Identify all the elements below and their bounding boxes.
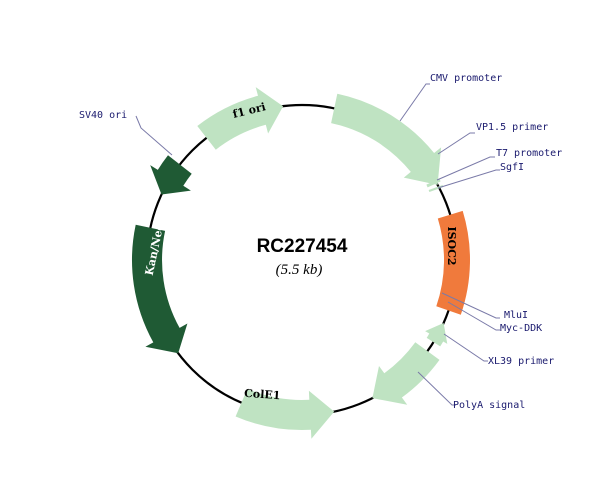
cmv-promoter-label: CMV promoter [430, 73, 502, 84]
polya-signal-arrow [372, 342, 440, 405]
plasmid-size: (5.5 kb) [276, 262, 323, 278]
t7-site-tick [426, 178, 441, 188]
leader-lines [135, 83, 500, 406]
isoc2-label: ISOC2 [445, 226, 458, 265]
f1-ori-arrow [197, 87, 284, 150]
polya-signal-label: PolyA signal [453, 400, 525, 411]
plasmid-name: RC227454 [257, 236, 348, 257]
xl39-primer-label: XL39 primer [488, 356, 554, 367]
isoc2-insert-block [436, 210, 470, 315]
kan-neo-arrow [131, 224, 188, 354]
mlui-label: MluI [504, 310, 528, 321]
sv40-ori-label: SV40 ori [79, 110, 127, 121]
t7-promoter-label: T7 promoter [496, 148, 562, 159]
myc-ddk-label: Myc-DDK [500, 323, 542, 334]
myc-ddk-tag-arrow [425, 323, 448, 347]
vp15-primer-label: VP1.5 primer [476, 122, 548, 133]
cole1-arrow [235, 388, 335, 439]
sv40-ori-arrow [150, 155, 192, 195]
cole1-label: ColE1 [244, 387, 281, 403]
cmv-promoter-arrow [331, 93, 442, 185]
sgfi-label: SgfI [500, 162, 524, 173]
